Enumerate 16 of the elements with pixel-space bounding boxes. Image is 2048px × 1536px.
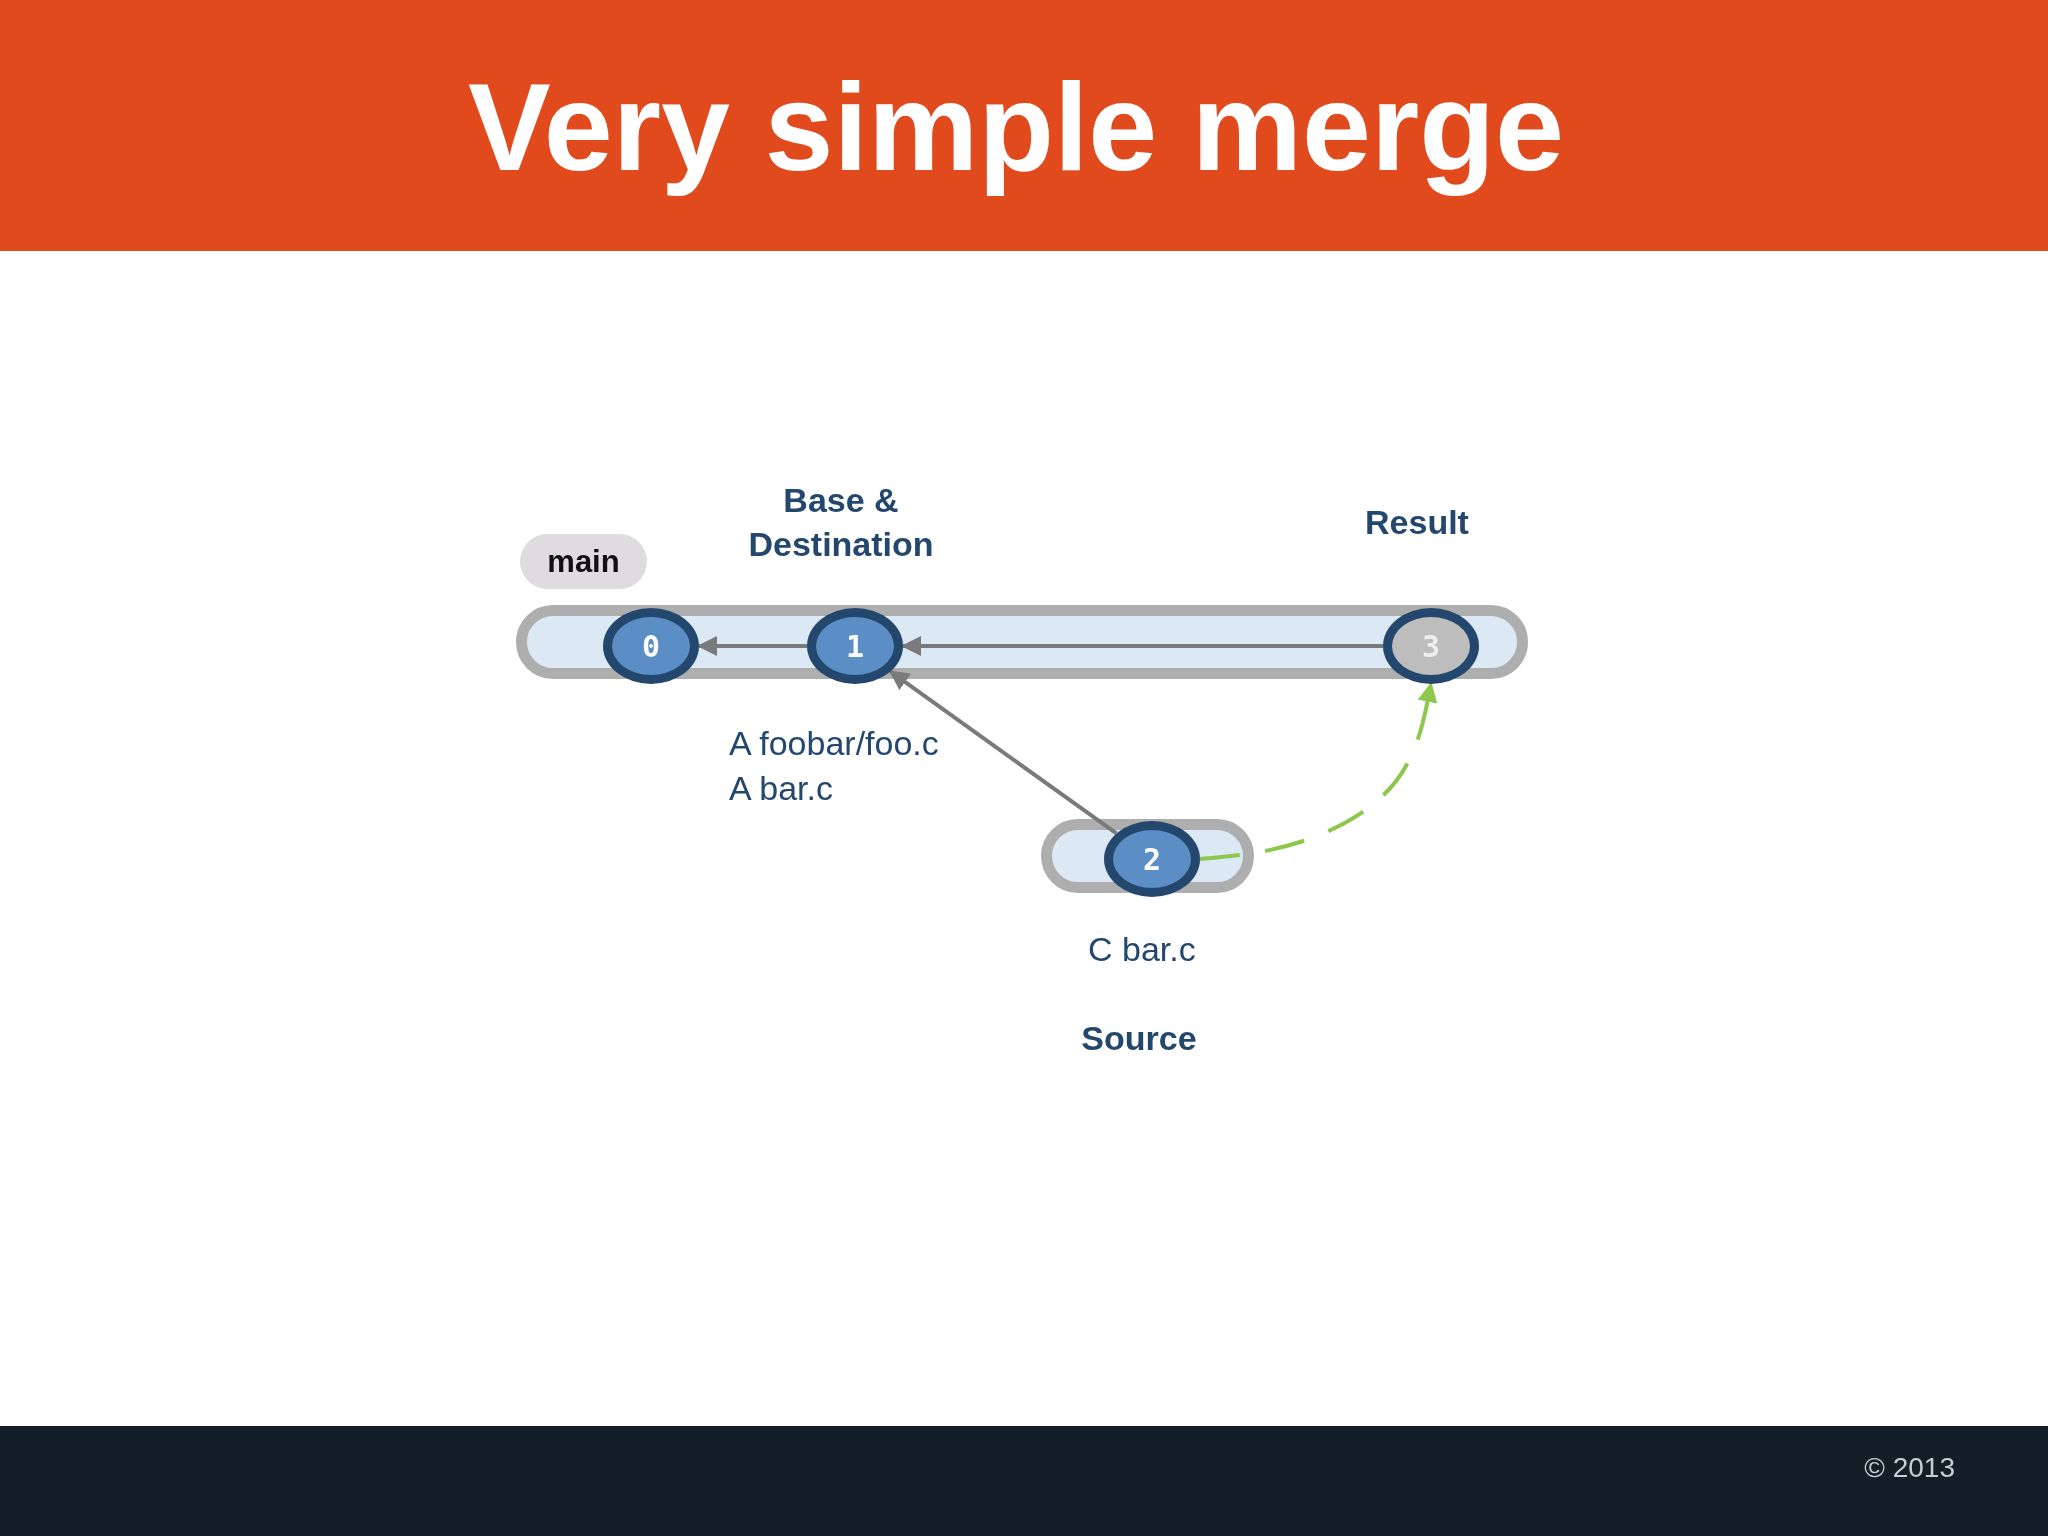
role-label: Base & Destination — [747, 480, 935, 565]
change-label: C bar.c — [1088, 930, 1196, 969]
arrow — [901, 636, 1383, 656]
arrow — [888, 669, 1118, 836]
change-label: A foobar/foo.c — [729, 724, 939, 763]
changeset-circle: 0 — [603, 608, 699, 684]
change-label: A bar.c — [729, 769, 833, 808]
role-label: Result — [1364, 502, 1470, 543]
arrow — [697, 636, 807, 656]
branch-tag: main — [520, 534, 647, 589]
copyright-note: © 2013 — [1864, 1452, 1955, 1484]
slide-title: Very simple merge — [468, 57, 1564, 198]
changeset-circle: 2 — [1104, 821, 1200, 897]
changeset-circle: 1 — [807, 608, 903, 684]
role-label: Source — [1080, 1018, 1198, 1059]
arrow — [1199, 682, 1438, 861]
